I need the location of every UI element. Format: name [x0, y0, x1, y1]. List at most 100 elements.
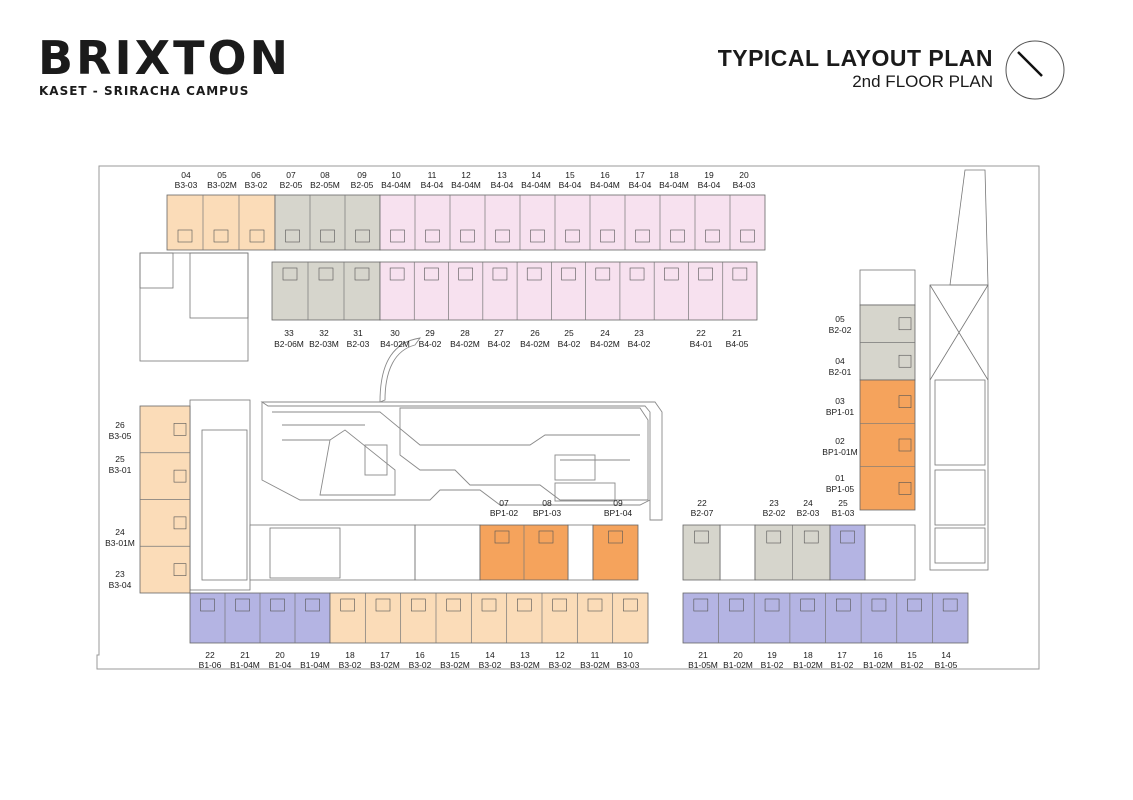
unit-block — [754, 524, 831, 581]
unit-type: B1-02 — [831, 660, 854, 670]
unit-type: B2-02 — [829, 325, 852, 335]
unit-block — [859, 379, 916, 511]
unit-number: 11 — [428, 170, 437, 180]
unit-type: B2-03M — [309, 339, 339, 349]
unit-type: B1-05M — [688, 660, 718, 670]
unit-type: B1-06 — [199, 660, 222, 670]
unit-number: 19 — [310, 650, 320, 660]
unit-number: 10 — [623, 650, 633, 660]
unit-number: 23 — [115, 569, 125, 579]
unit-type: B4-02M — [450, 339, 480, 349]
unit-type: BP1-02 — [490, 508, 519, 518]
unit-type: B1-02M — [863, 660, 893, 670]
unit-number: 14 — [941, 650, 951, 660]
unit-number: 14 — [531, 170, 541, 180]
unit-type: B1-04 — [269, 660, 292, 670]
unit-type: B2-06M — [274, 339, 304, 349]
unit-number: 24 — [600, 328, 610, 338]
unit-number: 33 — [284, 328, 294, 338]
unit-number: 16 — [873, 650, 883, 660]
unit-number: 08 — [542, 498, 552, 508]
unit-type: B2-05 — [280, 180, 303, 190]
unit-number: 07 — [499, 498, 509, 508]
unit-type: B1-02M — [793, 660, 823, 670]
logo-wordmark: BRIXTON — [38, 31, 292, 85]
unit-type: BP1-04 — [604, 508, 633, 518]
unit-blocks — [139, 194, 969, 644]
unit-type: B3-02M — [370, 660, 400, 670]
unit-type: B4-05 — [726, 339, 749, 349]
unit-type: B3-02 — [549, 660, 572, 670]
unit-type: B4-02 — [628, 339, 651, 349]
unit-type: B4-03 — [733, 180, 756, 190]
unit-number: 09 — [613, 498, 623, 508]
unit-number: 13 — [497, 170, 507, 180]
unit-number: 08 — [320, 170, 330, 180]
brand-logo: BRIXTON KASET - SRIRACHA CAMPUS — [38, 34, 291, 98]
unit-number: 09 — [357, 170, 367, 180]
unit-number: 20 — [733, 650, 743, 660]
unit-block — [829, 524, 866, 581]
central-court-walkway — [260, 337, 663, 521]
unit-type: B3-02M — [440, 660, 470, 670]
unit-type: B2-05M — [310, 180, 340, 190]
unit-number: 21 — [698, 650, 708, 660]
unit-type: B2-07 — [691, 508, 714, 518]
unit-block — [682, 592, 969, 644]
unit-type: B1-04M — [230, 660, 260, 670]
unit-number: 27 — [494, 328, 504, 338]
unit-block — [592, 524, 639, 581]
unit-type: B3-02 — [479, 660, 502, 670]
unit-number: 18 — [803, 650, 813, 660]
unit-number: 05 — [217, 170, 227, 180]
unit-block — [379, 261, 758, 321]
unit-number: 02 — [835, 436, 845, 446]
unit-type: B4-04M — [521, 180, 551, 190]
unit-number: 28 — [460, 328, 470, 338]
unit-type: B3-02 — [245, 180, 268, 190]
unit-number: 22 — [696, 328, 706, 338]
unit-type: B4-04M — [590, 180, 620, 190]
unit-number: 19 — [704, 170, 714, 180]
unit-type: B4-04M — [659, 180, 689, 190]
unit-block — [329, 592, 649, 644]
unit-type: B3-02M — [510, 660, 540, 670]
unit-number: 15 — [450, 650, 460, 660]
unit-type: B3-05 — [109, 431, 132, 441]
unit-number: 15 — [565, 170, 575, 180]
unit-block — [379, 194, 766, 251]
unit-type: B3-04 — [109, 580, 132, 590]
unit-number: 04 — [835, 356, 845, 366]
unit-type: B3-01 — [109, 465, 132, 475]
unit-type: B4-02M — [520, 339, 550, 349]
